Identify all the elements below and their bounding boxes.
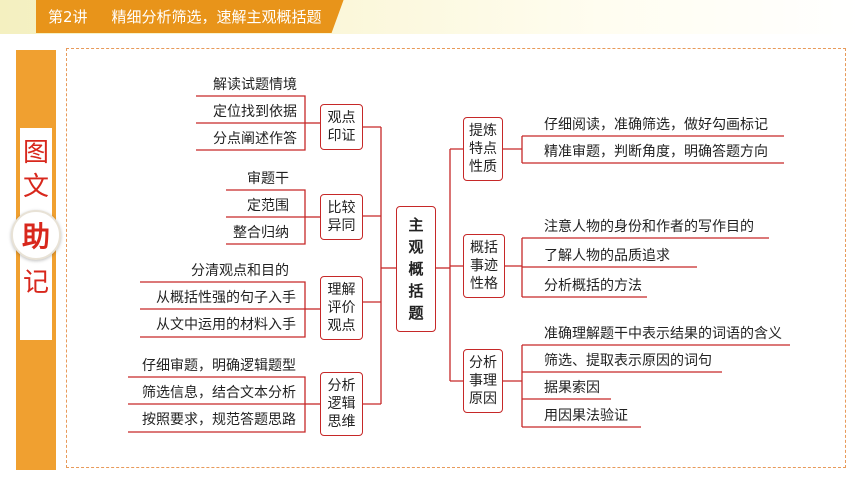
center-char: 主 <box>408 216 424 234</box>
branch-line: 概括 <box>470 240 498 256</box>
sidebar-title: 图 文 助 记 <box>11 128 61 340</box>
leaf-text: 分点阐述作答 <box>213 131 297 147</box>
branch-line: 提炼 <box>469 123 497 139</box>
branch-line: 评价 <box>327 300 356 316</box>
leaf-text: 定位找到依据 <box>213 104 297 120</box>
center-char: 观 <box>408 238 424 256</box>
leaf-text: 了解人物的品质追求 <box>544 248 670 264</box>
leaf-text: 从文中运用的材料入手 <box>156 317 296 333</box>
branch-line: 性质 <box>469 159 497 175</box>
branch-node: 提炼 特点 性质 <box>463 117 503 181</box>
sidebar-char-2: 文 <box>22 172 49 202</box>
leaf-text: 注意人物的身份和作者的写作目的 <box>544 219 754 235</box>
leaf-text: 仔细阅读，准确筛选，做好勾画标记 <box>544 117 768 133</box>
leaf-text: 解读试题情境 <box>213 77 297 93</box>
leaf-text: 精准审题，判断角度，明确答题方向 <box>544 144 768 160</box>
lesson-title: 精细分析筛选，速解主观概括题 <box>111 8 322 26</box>
branch-line: 异同 <box>327 218 356 234</box>
branch-node: 概括 事迹 性格 <box>463 234 505 298</box>
branch-line: 事理 <box>469 373 497 389</box>
sidebar-char-1: 图 <box>22 138 49 168</box>
branch-line: 观点 <box>327 110 356 126</box>
leaf-text: 仔细审题，明确逻辑题型 <box>142 358 296 374</box>
leaf-text: 分清观点和目的 <box>191 263 289 279</box>
branch-line: 观点 <box>327 318 356 334</box>
branch-line: 思维 <box>327 414 356 430</box>
center-char: 概 <box>408 260 424 278</box>
branch-line: 理解 <box>327 282 356 298</box>
leaf-text: 准确理解题干中表示结果的词语的含义 <box>544 326 782 342</box>
branch-line: 逻辑 <box>327 396 356 412</box>
content-frame <box>66 48 846 468</box>
branch-node: 观点 印证 <box>320 104 363 150</box>
branch-line: 分析 <box>327 378 356 394</box>
branch-node: 理解 评价 观点 <box>320 276 363 340</box>
leaf-text: 按照要求，规范答题思路 <box>142 412 296 428</box>
seal-icon: 助 <box>11 210 61 260</box>
branch-node: 分析 逻辑 思维 <box>320 372 363 436</box>
leaf-text: 从概括性强的句子入手 <box>156 290 296 306</box>
leaf-text: 据果索因 <box>544 380 600 396</box>
center-node: 主 观 概 括 题 <box>396 206 436 332</box>
leaf-text: 审题干 <box>247 171 289 187</box>
leaf-text: 整合归纳 <box>233 225 289 241</box>
header: 第2讲 精细分析筛选，速解主观概括题 <box>0 0 860 34</box>
branch-node: 分析 事理 原因 <box>463 349 503 413</box>
leaf-text: 分析概括的方法 <box>544 278 642 294</box>
branch-line: 比较 <box>327 200 356 216</box>
branch-line: 事迹 <box>470 258 498 274</box>
branch-line: 原因 <box>469 391 497 407</box>
branch-line: 特点 <box>469 141 497 157</box>
branch-line: 印证 <box>327 128 356 144</box>
leaf-text: 筛选、提取表示原因的词句 <box>544 353 712 369</box>
branch-node: 比较 异同 <box>320 194 363 240</box>
branch-line: 性格 <box>470 276 498 292</box>
leaf-text: 筛选信息，结合文本分析 <box>142 385 296 401</box>
center-char: 括 <box>408 282 424 300</box>
header-bar: 第2讲 精细分析筛选，速解主观概括题 <box>36 0 344 33</box>
sidebar-char-4: 记 <box>22 268 49 298</box>
center-char: 题 <box>408 304 424 322</box>
lesson-number: 第2讲 <box>48 8 88 26</box>
leaf-text: 用因果法验证 <box>544 408 628 424</box>
leaf-text: 定范围 <box>247 198 289 214</box>
branch-line: 分析 <box>469 355 497 371</box>
